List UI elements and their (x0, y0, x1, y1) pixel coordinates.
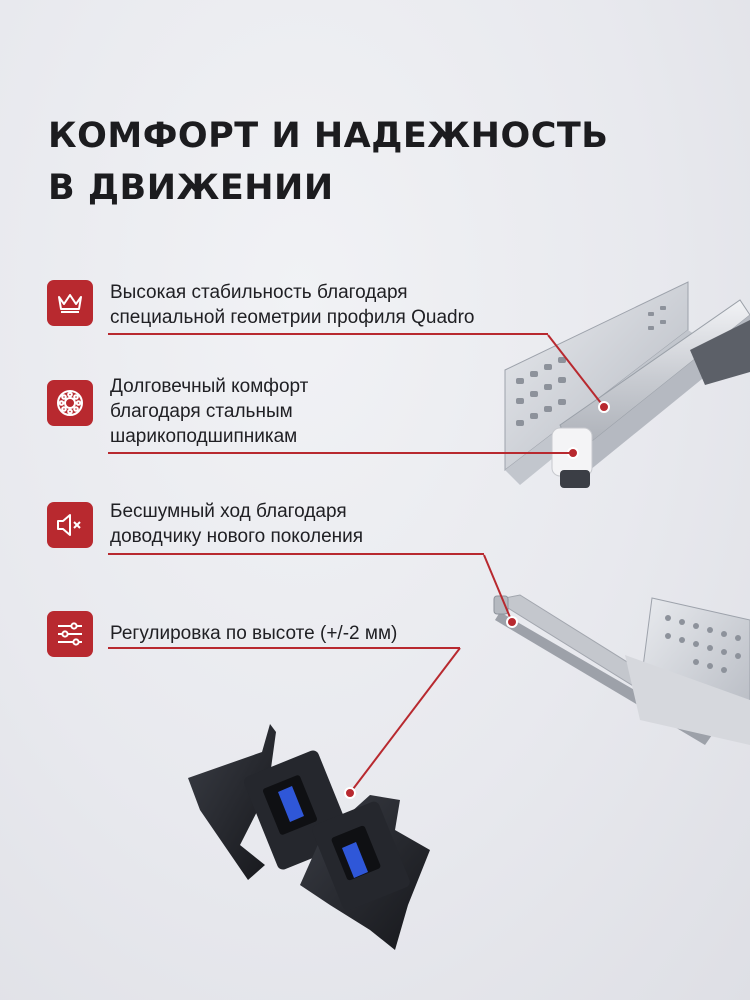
feature-comfort: Долговечный комфорт благодаря стальным ш… (110, 374, 308, 449)
feature-height-adjust: Регулировка по высоте (+/-2 мм) (110, 621, 397, 646)
feature-stability: Высокая стабильность благодаря специальн… (110, 280, 474, 330)
page-title-line-1: КОМФОРТ И НАДЕЖНОСТЬ (48, 116, 609, 156)
leader-lines (349, 334, 605, 794)
adjust-sliders-icon (47, 611, 93, 657)
feature-stability-line-1: Высокая стабильность благодаря (110, 282, 408, 303)
feature-silent: Бесшумный ход благодаря доводчику нового… (110, 499, 363, 549)
feature-comfort-underline (108, 452, 573, 454)
ball-bearing-icon (47, 380, 93, 426)
drawer-slide-top (504, 281, 750, 488)
feature-silent-line-1: Бесшумный ход благодаря (110, 501, 347, 522)
page-title: КОМФОРТ И НАДЕЖНОСТЬ В ДВИЖЕНИИ (48, 110, 608, 214)
feature-silent-underline (108, 553, 484, 555)
feature-silent-line-2: доводчику нового поколения (110, 526, 364, 547)
feature-stability-underline (108, 333, 548, 335)
feature-height-adjust-line-1: Регулировка по высоте (+/-2 мм) (110, 623, 398, 644)
feature-comfort-line-1: Долговечный комфорт (110, 376, 309, 397)
feature-height-adjust-underline (108, 647, 460, 649)
feature-stability-line-2: специальной геометрии профиля Quadro (110, 307, 475, 328)
feature-comfort-line-2: благодаря стальным (110, 401, 293, 422)
drawer-slide-bottom (493, 594, 750, 745)
feature-comfort-line-3: шарикоподшипникам (110, 426, 298, 447)
leader-dots (344, 401, 610, 799)
page-title-line-2: В ДВИЖЕНИИ (48, 168, 334, 208)
locking-clips (188, 724, 430, 950)
muted-speaker-icon (47, 502, 93, 548)
crown-icon (47, 280, 93, 326)
